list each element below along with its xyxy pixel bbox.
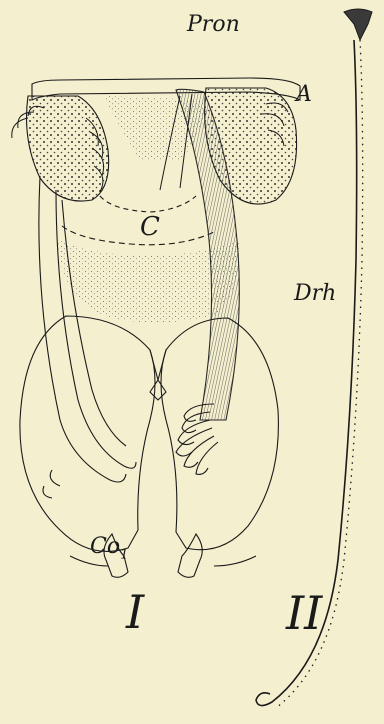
label-c: C — [140, 214, 160, 240]
label-pronotum: Pron — [187, 14, 240, 36]
label-co-text: Co — [90, 534, 120, 559]
figure-one-drawing — [12, 78, 300, 577]
midline-notch — [150, 350, 166, 400]
coxa-left — [20, 316, 155, 551]
label-co: Co1 — [90, 536, 128, 561]
filament-head — [344, 9, 372, 40]
label-figure-one: I — [126, 589, 144, 635]
label-a: A — [296, 84, 312, 106]
label-co-subscript: 1 — [120, 547, 128, 562]
label-figure-two: II — [286, 590, 322, 636]
lateral-lobe-left — [27, 96, 109, 201]
left-appendages — [39, 176, 136, 482]
c-region-boundary — [62, 226, 214, 245]
label-drh: Drh — [294, 283, 336, 305]
